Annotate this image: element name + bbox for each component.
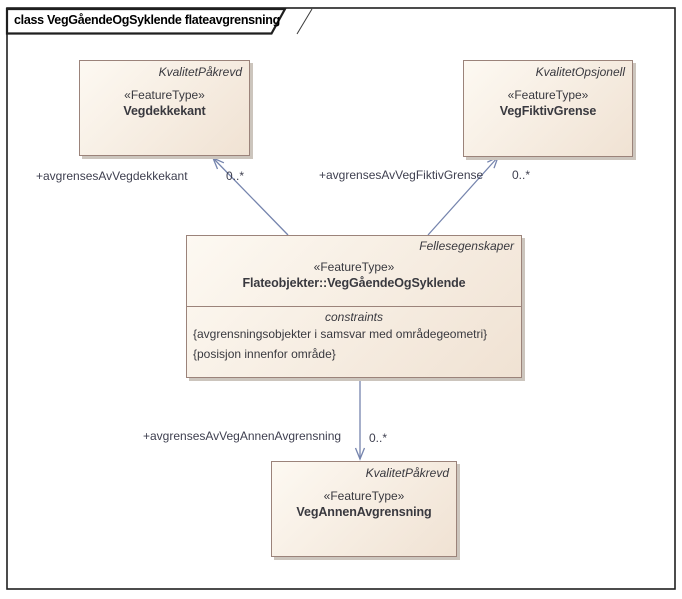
open-arrowhead-icon [354, 447, 366, 461]
diagram-title: class VegGåendeOgSyklende flateavgrensni… [14, 13, 280, 27]
class-name: Flateobjekter::VegGåendeOgSyklende [242, 276, 466, 290]
class-tagline: KvalitetPåkrevd [365, 466, 449, 480]
role-label-vegdekkekant: +avgrensesAvVegdekkekant [36, 169, 188, 183]
open-arrowhead-icon [211, 156, 225, 170]
stereotype-label: «FeatureType» [124, 88, 205, 102]
open-arrowhead-icon [487, 155, 500, 169]
compartment-title: constraints [324, 310, 384, 324]
class-box-vegannenavgrensning[interactable]: KvalitetPåkrevd «FeatureType» VegAnnenAv… [271, 461, 457, 557]
frame-tab-cut-line [296, 8, 313, 35]
diagram-frame [6, 7, 676, 590]
class-box-vegfiktivgrense[interactable]: KvalitetOpsjonell «FeatureType» VegFikti… [463, 60, 633, 157]
class-name: Vegdekkekant [123, 104, 206, 118]
constraint-text: {posisjon innenfor område} [193, 347, 336, 361]
stereotype-label: «FeatureType» [507, 88, 589, 102]
role-label-vegannenavgrensning: +avgrensesAvVegAnnenAvgrensning [143, 429, 342, 443]
class-name: VegFiktivGrense [499, 104, 597, 118]
multiplicity-label-vegfiktivgrense: 0..* [512, 168, 531, 182]
stereotype-label: «FeatureType» [313, 260, 395, 274]
class-tagline: KvalitetOpsjonell [535, 65, 625, 79]
association-vegdekkekant[interactable] [211, 156, 289, 236]
class-box-veggaaendeogsyklende[interactable]: Fellesegenskaper «FeatureType» Flateobje… [186, 235, 522, 378]
constraints-compartment: constraints {avgrensningsobjekter i sams… [187, 306, 521, 377]
class-tagline: Fellesegenskaper [419, 239, 514, 253]
class-name: VegAnnenAvgrensning [296, 505, 432, 519]
stereotype-label: «FeatureType» [323, 489, 405, 503]
role-label-vegfiktivgrense: +avgrensesAvVegFiktivGrense [319, 168, 484, 182]
class-tagline: KvalitetPåkrevd [158, 65, 242, 79]
multiplicity-label-vegannenavgrensning: 0..* [369, 431, 388, 445]
association-vegannenavgrensning[interactable] [354, 378, 366, 461]
association-vegfiktivgrense[interactable] [427, 155, 500, 236]
multiplicity-label-vegdekkekant: 0..* [226, 169, 245, 183]
constraint-text: {avgrensningsobjekter i samsvar med områ… [193, 327, 488, 341]
class-box-vegdekkekant[interactable]: KvalitetPåkrevd «FeatureType» Vegdekkeka… [79, 60, 250, 156]
diagram-frame-tab [5, 7, 287, 35]
